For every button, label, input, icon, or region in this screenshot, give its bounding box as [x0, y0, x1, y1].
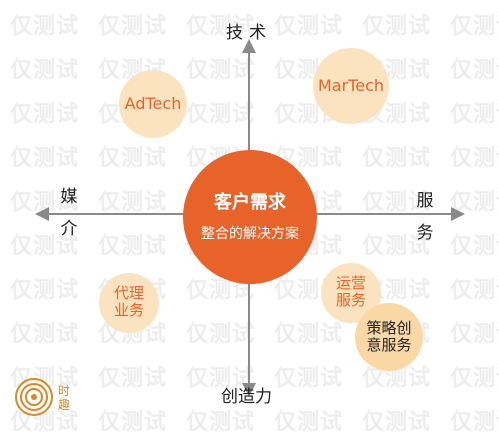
- watermark-text: 仅测试: [98, 234, 168, 259]
- center-bubble: [183, 150, 317, 284]
- logo-text: 时趣: [57, 384, 70, 412]
- watermark-text: 仅测试: [450, 102, 499, 127]
- axis-label-bottom: 创造力: [221, 387, 272, 407]
- watermark-text: 仅测试: [450, 322, 499, 347]
- watermark-text: 仅测试: [10, 234, 80, 259]
- agency-bubble: [99, 273, 159, 333]
- axis-label-right: 服务: [416, 191, 434, 243]
- axis-label-top: 技术: [226, 23, 272, 43]
- watermark-text: 仅测试: [10, 366, 80, 391]
- watermark-text: 仅测试: [10, 322, 80, 347]
- watermark-text: 仅测试: [274, 410, 344, 435]
- watermark-text: 仅测试: [450, 58, 499, 83]
- watermark-text: 仅测试: [450, 14, 499, 39]
- center-title: 客户需求: [214, 192, 286, 213]
- watermark-text: 仅测试: [186, 14, 256, 39]
- strategy-label: 策略创意服务: [366, 319, 412, 355]
- watermark-text: 仅测试: [450, 146, 499, 171]
- watermark-text: 仅测试: [98, 410, 168, 435]
- martech-label: MarTech: [317, 76, 385, 95]
- watermark-text: 仅测试: [450, 366, 499, 391]
- watermark-text: 仅测试: [10, 14, 80, 39]
- logo-icon: [15, 378, 53, 416]
- watermark-text: 仅测试: [274, 366, 344, 391]
- watermark-text: 仅测试: [450, 410, 499, 435]
- watermark-text: 仅测试: [362, 410, 432, 435]
- martech-bubble: [313, 48, 389, 124]
- watermark-text: 仅测试: [362, 234, 432, 259]
- agency-label: 代理业务: [113, 284, 144, 320]
- adtech-bubble: [119, 70, 187, 138]
- operations-bubble: [321, 263, 381, 323]
- watermark-text: 仅测试: [450, 278, 499, 303]
- center-subtitle: 整合的解决方案: [201, 226, 299, 242]
- watermark-text: 仅测试: [274, 322, 344, 347]
- watermark-text: 仅测试: [10, 58, 80, 83]
- watermark-text: 仅测试: [98, 146, 168, 171]
- operations-label: 运营服务: [335, 274, 366, 310]
- watermark-text: 仅测试: [362, 14, 432, 39]
- watermark-text: 仅测试: [10, 102, 80, 127]
- watermark-text: 仅测试: [362, 146, 432, 171]
- strategy-bubble: [355, 303, 423, 371]
- watermark-text: 仅测试: [274, 14, 344, 39]
- watermark-text: 仅测试: [98, 366, 168, 391]
- watermark-text: 仅测试: [10, 146, 80, 171]
- watermark-text: 仅测试: [98, 14, 168, 39]
- watermark-text: 仅测试: [10, 410, 80, 435]
- axis-label-left: 媒介: [60, 187, 78, 239]
- watermark-text: 仅测试: [10, 278, 80, 303]
- adtech-label: AdTech: [124, 94, 182, 113]
- watermark-text: 仅测试: [450, 234, 499, 259]
- watermark-text: 仅测试: [186, 410, 256, 435]
